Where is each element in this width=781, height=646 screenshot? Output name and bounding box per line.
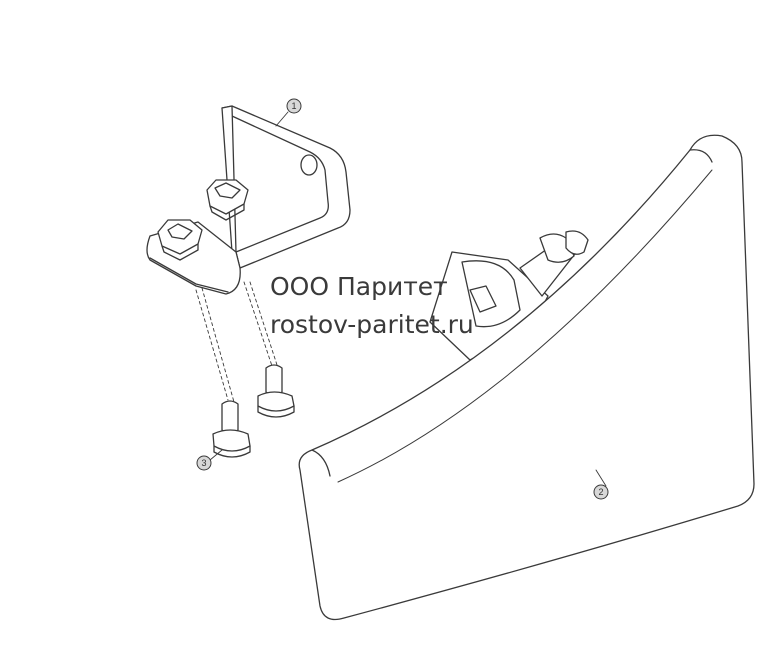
svg-text:3: 3 (201, 458, 206, 468)
nut-icon (206, 179, 249, 221)
watermark-company: ООО Паритет (270, 272, 448, 301)
bolt-icon (257, 364, 295, 418)
bolt-icon (212, 400, 251, 458)
watermark-url: rostov-paritet.ru (270, 310, 474, 339)
svg-text:1: 1 (291, 101, 296, 111)
callout-2: 2 (593, 484, 609, 500)
nut-icon (157, 219, 203, 261)
callout-3: 3 (196, 455, 212, 471)
svg-text:2: 2 (598, 487, 603, 497)
callout-1: 1 (286, 98, 302, 114)
bracket-icon (146, 105, 351, 295)
reflector-icon (298, 134, 755, 621)
